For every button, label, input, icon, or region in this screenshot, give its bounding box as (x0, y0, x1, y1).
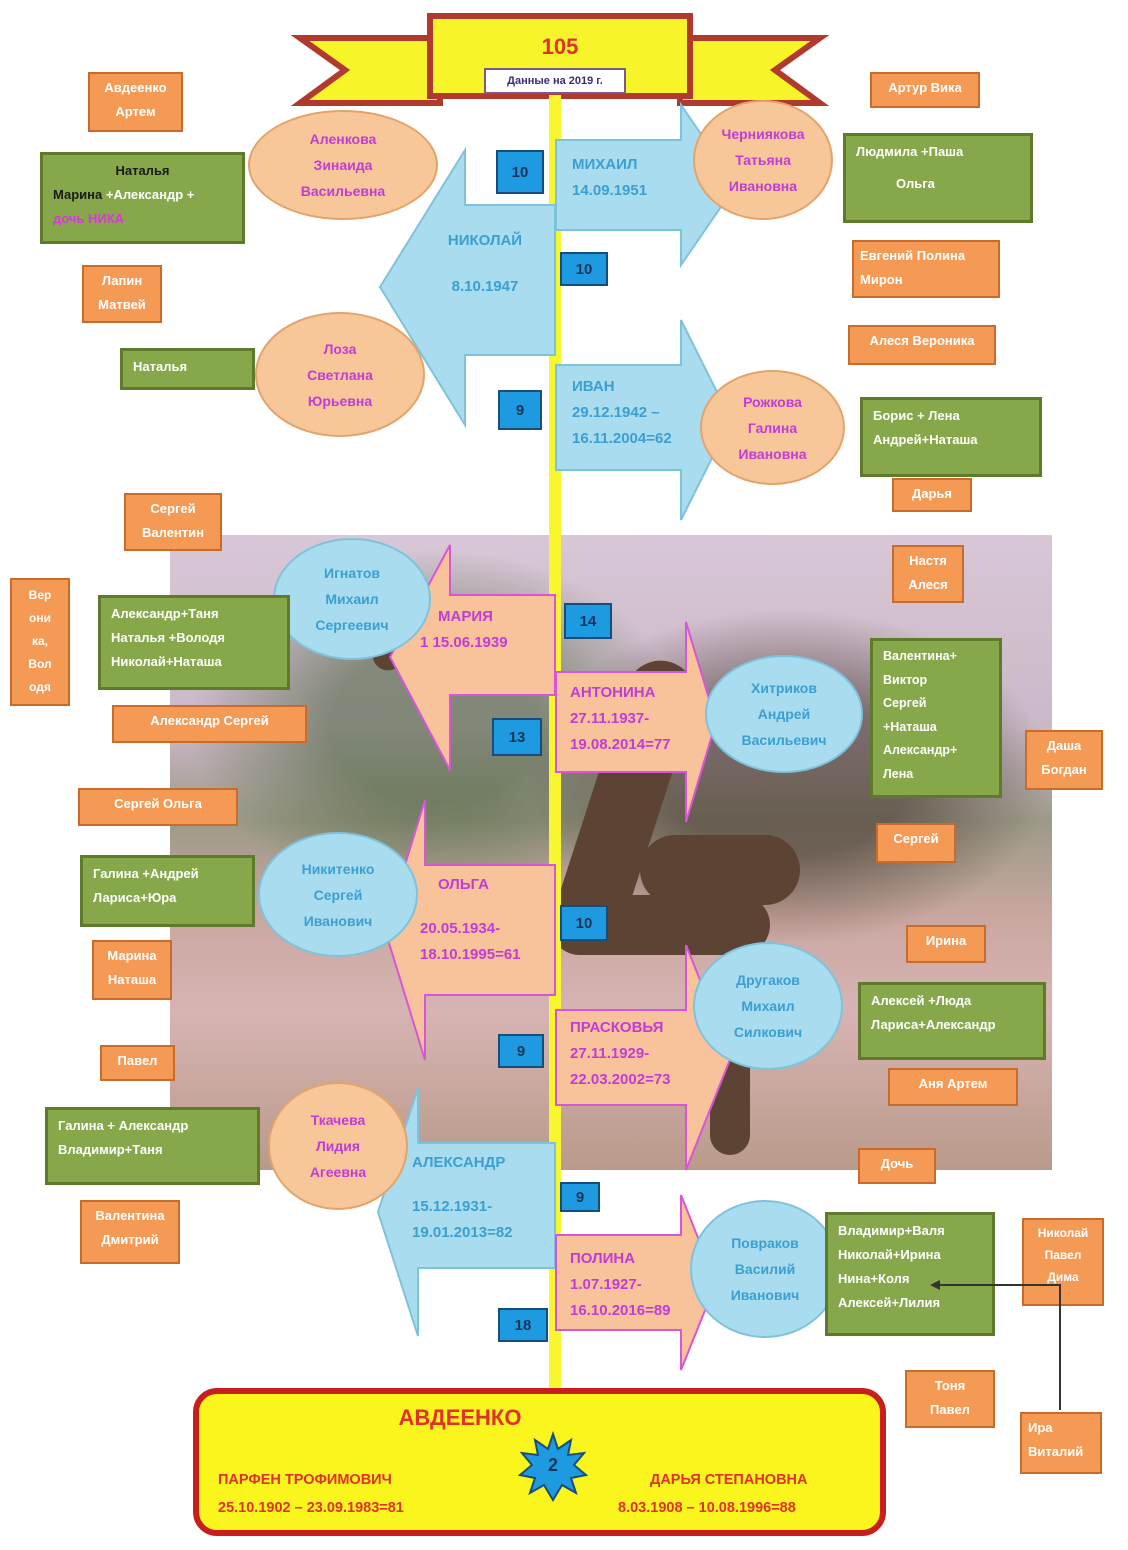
descendants-box: Александр+Таня Наталья +Володя Николай+Н… (98, 595, 290, 690)
child-count-badge: 9 (498, 1034, 544, 1068)
descendants-box: Наталья Марина +Александр + дочь НИКА (40, 152, 245, 244)
arrow-praskovya (555, 944, 733, 1171)
arrow-antonina (555, 621, 718, 823)
child-count-badge: 10 (496, 150, 544, 194)
arrow-olga (383, 799, 556, 1061)
root-badge-number: 2 (547, 1455, 558, 1475)
arrow-ivan (555, 319, 733, 521)
arrow-alexandr (376, 1087, 556, 1337)
root-surname: АВДЕЕНКО (398, 1405, 522, 1430)
child-count-badge: 9 (560, 1182, 600, 1212)
descendants-box: Валентина+Виктор Сергей+Наташа Александр… (870, 638, 1002, 798)
child-dates: 20.05.1934- (420, 920, 501, 937)
child-dates: 18.10.1995=61 (420, 946, 521, 963)
child-dates: 1.07.1927- (570, 1276, 642, 1293)
header-subtitle: Данные на 2019 г. (484, 68, 626, 94)
descendants-box: Наталья (120, 348, 255, 390)
child-name: НИКОЛАЙ (447, 232, 523, 249)
header-number: 105 (541, 34, 579, 59)
descendants-box: Галина +Андрей Лариса+Юра (80, 855, 255, 927)
root-husband: ПАРФЕН ТРОФИМОВИЧ 25.10.1902 – 23.09.198… (218, 1472, 404, 1516)
child-name: ОЛЬГА (438, 876, 489, 893)
child-name: ИВАН (572, 378, 615, 395)
star-badge (517, 1430, 589, 1502)
arrow-mikhail (555, 101, 738, 269)
header-ribbon (290, 13, 830, 106)
child-name: АЛЕКСАНДР (412, 1154, 506, 1171)
child-dates: 27.11.1929- (570, 1045, 650, 1062)
child-count-badge: 14 (564, 603, 612, 639)
grandchildren-callout: Александр Сергей (112, 705, 307, 743)
child-dates: 16.11.2004=62 (572, 430, 672, 447)
grandchildren-callout: Алеся Вероника (848, 325, 996, 365)
grandchildren-callout: Павел (100, 1045, 175, 1081)
child-name: АНТОНИНА (570, 684, 656, 701)
grandchildren-callout: Сергей Ольга (78, 788, 238, 826)
child-dates: 19.08.2014=77 (570, 736, 671, 753)
child-dates: 19.01.2013=82 (412, 1224, 513, 1241)
child-count-badge: 18 (498, 1308, 548, 1342)
grandchildren-callout: Артур Вика (870, 72, 980, 108)
child-dates: 22.03.2002=73 (570, 1071, 671, 1088)
grandchildren-callout: Сергей (876, 823, 956, 863)
child-dates: 1 15.06.1939 (420, 634, 508, 651)
grandchildren-callout: Ирина (906, 925, 986, 963)
child-count-badge: 13 (492, 718, 542, 756)
child-dates: 14.09.1951 (572, 182, 648, 199)
descendants-box: Галина + Александр Владимир+Таня (45, 1107, 260, 1185)
grandchildren-callout: Дарья (892, 478, 972, 512)
child-name: МИХАИЛ (572, 156, 638, 173)
child-count-badge: 9 (498, 390, 542, 430)
root-wife: ДАРЬЯ СТЕПАНОВНА 8.03.1908 – 10.08.1996=… (618, 1472, 808, 1516)
grandchildren-callout: Дочь (858, 1148, 936, 1184)
child-count-badge: 10 (560, 252, 608, 286)
arrow-polina (555, 1194, 718, 1371)
child-name: ПОЛИНА (570, 1250, 636, 1267)
child-dates: 16.10.2016=89 (570, 1302, 671, 1319)
child-dates: 27.11.1937- (570, 710, 650, 727)
child-dates: 15.12.1931- (412, 1198, 493, 1215)
arrow-nikolai (378, 146, 556, 429)
child-dates: 29.12.1942 – (572, 404, 660, 421)
child-count-badge: 10 (560, 905, 608, 941)
child-dates: 8.10.1947 (451, 278, 519, 295)
connector-arrow (930, 1280, 1061, 1410)
child-name: ПРАСКОВЬЯ (570, 1019, 664, 1036)
descendants-box: Алексей +Люда Лариса+Александр (858, 982, 1046, 1060)
descendants-box: Людмила +Паша Ольга (843, 133, 1033, 223)
grandchildren-callout: Аня Артем (888, 1068, 1018, 1106)
arrow-maria (388, 544, 556, 771)
child-name: МАРИЯ (438, 608, 493, 625)
descendants-box: Борис + Лена Андрей+Наташа (860, 397, 1042, 477)
